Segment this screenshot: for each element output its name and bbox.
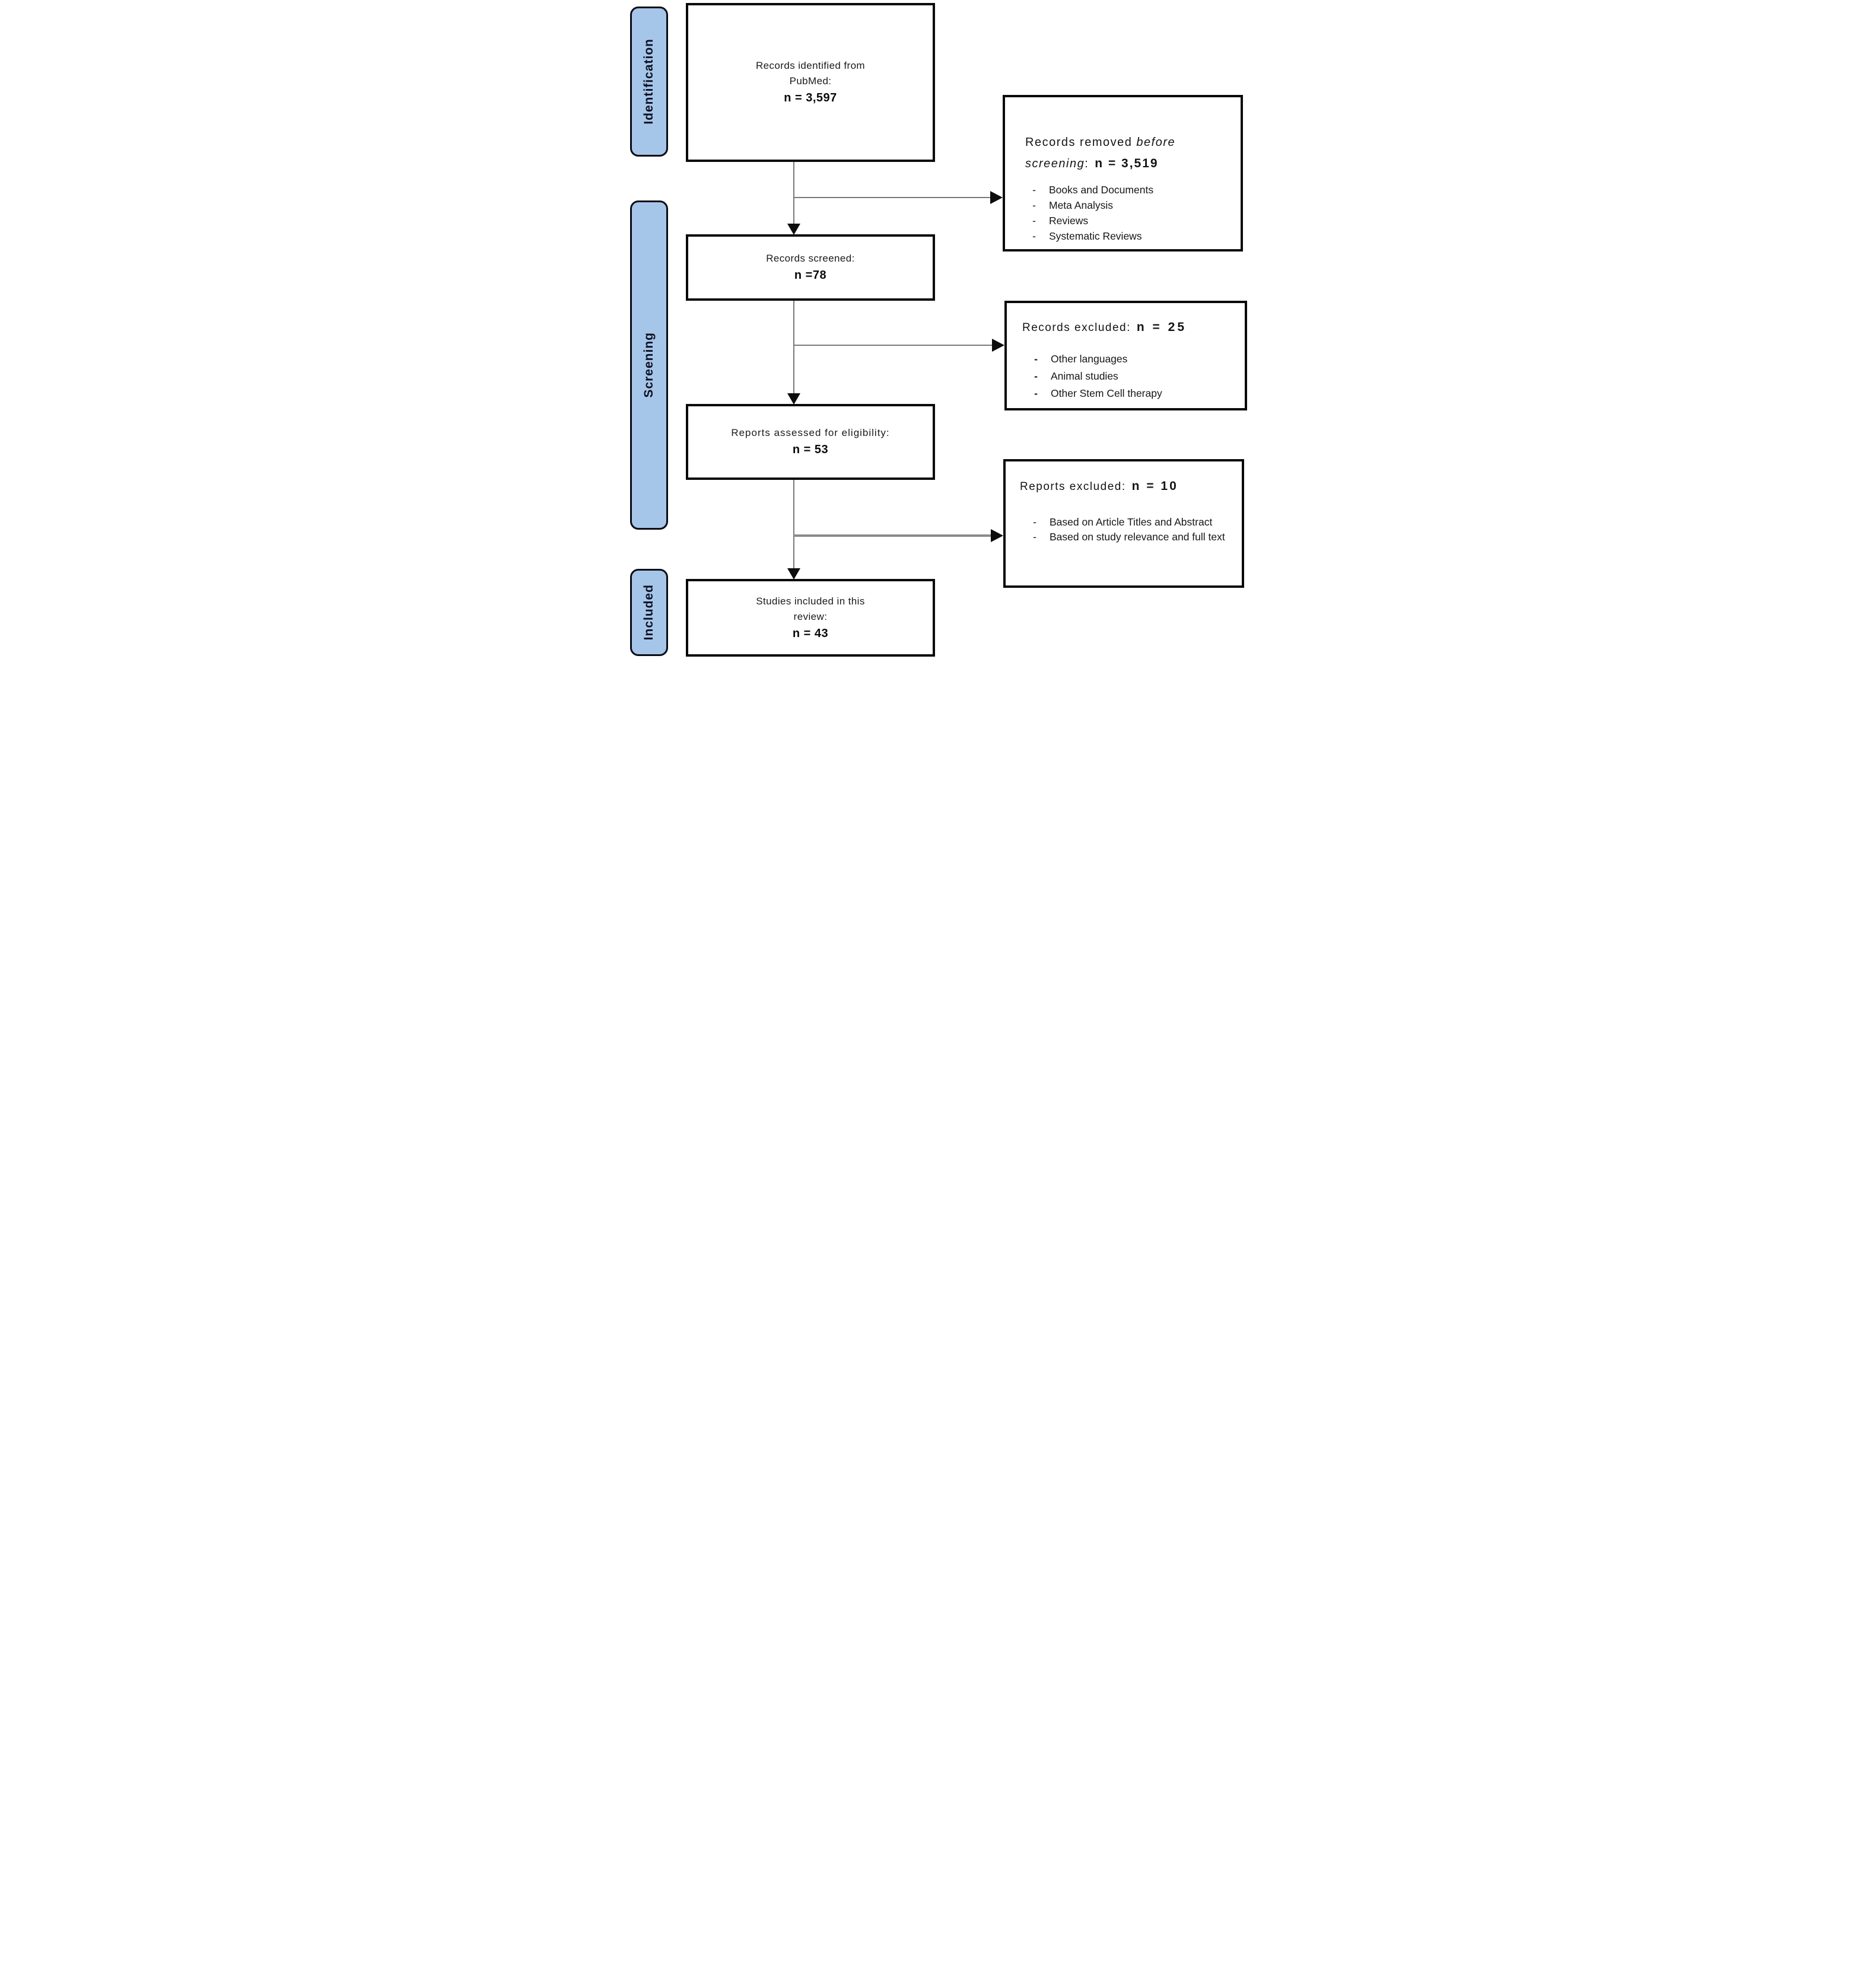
dash-bullet: - xyxy=(1034,353,1038,365)
removed-before-screening-title: Records removed before screening: n = 3,5… xyxy=(1005,97,1241,174)
arrowhead-right-to-reports-excluded xyxy=(991,529,1003,542)
records-excluded-title: Records excluded: n = 25 xyxy=(1007,303,1245,336)
stage-label-identification: Identification xyxy=(630,7,668,157)
arrowhead-right-to-removed xyxy=(990,191,1003,204)
studies-included-line2: review: xyxy=(793,610,828,622)
flow-box-studies-included: Studies included in this review: n = 43 xyxy=(686,579,935,657)
removed-title-italic: before screening xyxy=(1025,136,1176,170)
arrowhead-down-to-included xyxy=(787,568,800,580)
reports-excluded-list: - Based on Article Titles and Abstract -… xyxy=(1006,515,1242,545)
records-identified-line2: PubMed: xyxy=(789,75,832,87)
connector-branch-reports-excluded xyxy=(794,534,991,537)
list-item: - Systematic Reviews xyxy=(1005,228,1241,244)
reports-assessed-count: n = 53 xyxy=(792,443,829,456)
list-item: - Animal studies xyxy=(1007,368,1245,385)
arrowhead-down-to-screened xyxy=(787,224,800,235)
exclusion-box-reports-excluded: Reports excluded: n = 10 - Based on Artic… xyxy=(1003,459,1244,588)
prisma-flow-diagram: Identification Screening Included Record… xyxy=(625,0,1251,659)
dash-bullet: - xyxy=(1033,531,1036,543)
reports-excluded-count: n = 10 xyxy=(1131,479,1178,493)
list-item: - Books and Documents xyxy=(1005,182,1241,198)
dash-bullet: - xyxy=(1034,370,1038,382)
reports-assessed-line1: Reports assessed for eligibility: xyxy=(731,427,890,438)
exclusion-box-records-excluded: Records excluded: n = 25 - Other language… xyxy=(1004,301,1247,410)
arrowhead-right-to-records-excluded xyxy=(992,339,1004,352)
dash-bullet: - xyxy=(1032,184,1036,196)
stage-label-screening: Screening xyxy=(630,200,668,530)
studies-included-count: n = 43 xyxy=(792,626,829,640)
list-item: - Based on Article Titles and Abstract xyxy=(1006,515,1242,530)
removed-title-regular: Records removed xyxy=(1025,136,1137,149)
list-item: - Reviews xyxy=(1005,213,1241,228)
list-item: - Based on study relevance and full text xyxy=(1006,530,1242,545)
records-identified-line1: Records identified from xyxy=(756,60,865,71)
flow-box-records-screened: Records screened: n =78 xyxy=(686,234,935,301)
list-item: - Meta Analysis xyxy=(1005,198,1241,213)
dash-bullet: - xyxy=(1032,199,1036,211)
stage-label-screening-text: Screening xyxy=(642,332,656,398)
records-screened-count: n =78 xyxy=(794,269,827,282)
connector-stem-2 xyxy=(793,301,794,393)
dash-bullet: - xyxy=(1034,387,1038,399)
studies-included-line1: Studies included in this xyxy=(756,595,865,607)
flow-box-records-identified: Records identified from PubMed: n = 3,59… xyxy=(686,3,935,162)
connector-stem-3 xyxy=(793,480,794,568)
records-identified-count: n = 3,597 xyxy=(784,91,837,104)
removed-before-screening-count: n = 3,519 xyxy=(1095,157,1159,170)
flow-box-reports-assessed: Reports assessed for eligibility: n = 53 xyxy=(686,404,935,480)
records-excluded-count: n = 25 xyxy=(1136,320,1187,334)
records-excluded-list: - Other languages - Animal studies - Oth… xyxy=(1007,351,1245,402)
dash-bullet: - xyxy=(1033,516,1036,528)
records-excluded-title-regular: Records excluded: xyxy=(1022,321,1131,334)
connector-branch-removed xyxy=(794,197,991,198)
stage-label-included-text: Included xyxy=(642,584,656,641)
list-item: - Other languages xyxy=(1007,351,1245,368)
connector-branch-records-excluded xyxy=(794,345,993,346)
removed-before-screening-list: - Books and Documents - Meta Analysis - … xyxy=(1005,182,1241,244)
connector-stem-1 xyxy=(793,162,794,224)
exclusion-box-removed-before-screening: Records removed before screening: n = 3,5… xyxy=(1003,95,1243,251)
arrowhead-down-to-assessed xyxy=(787,393,800,405)
reports-excluded-title: Reports excluded: n = 10 xyxy=(1006,461,1242,495)
reports-excluded-title-regular: Reports excluded: xyxy=(1020,480,1126,493)
dash-bullet: - xyxy=(1032,230,1036,242)
dash-bullet: - xyxy=(1032,215,1036,227)
stage-label-identification-text: Identification xyxy=(642,39,656,125)
records-screened-line1: Records screened: xyxy=(766,253,855,264)
list-item: - Other Stem Cell therapy xyxy=(1007,385,1245,402)
stage-label-included: Included xyxy=(630,569,668,656)
removed-title-colon: : xyxy=(1085,157,1089,170)
